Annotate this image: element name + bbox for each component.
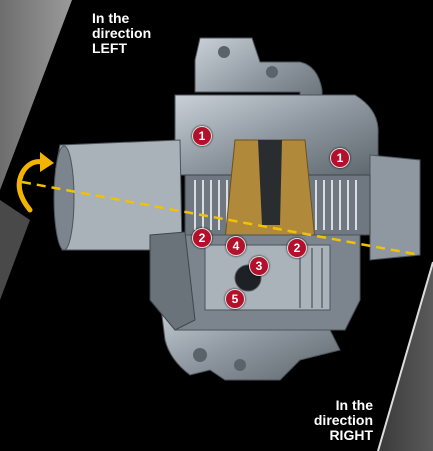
left-gray-panel-lower (0, 200, 30, 300)
left-gray-panel (0, 0, 72, 190)
clutch-drum (204, 244, 331, 311)
label-left-line3: LEFT (92, 40, 127, 56)
label-right-line3: RIGHT (329, 427, 373, 443)
marker-4: 4 (226, 236, 246, 256)
left-flange-plate (149, 231, 196, 331)
dark-pin (258, 140, 282, 225)
label-right-line2: direction (313, 412, 373, 428)
bottom-flange (159, 299, 341, 381)
marker-2-left: 2 (192, 228, 212, 248)
rotation-arrow-head (40, 152, 54, 172)
marker-3: 3 (249, 256, 269, 276)
rotation-arrow (16, 159, 45, 213)
right-shaft (369, 154, 421, 261)
label-left-line1: In the (92, 10, 130, 26)
marker-5: 5 (225, 289, 245, 309)
marker-2-right: 2 (287, 238, 307, 258)
rotation-axis (21, 180, 421, 257)
label-left-line2: direction (92, 25, 152, 41)
marker-1-left: 1 (192, 126, 212, 146)
label-direction-left: In the direction LEFT (92, 11, 151, 56)
label-direction-right: In the direction RIGHT (314, 398, 373, 443)
marker-1-right: 1 (330, 148, 350, 168)
label-right-line1: In the (335, 397, 373, 413)
